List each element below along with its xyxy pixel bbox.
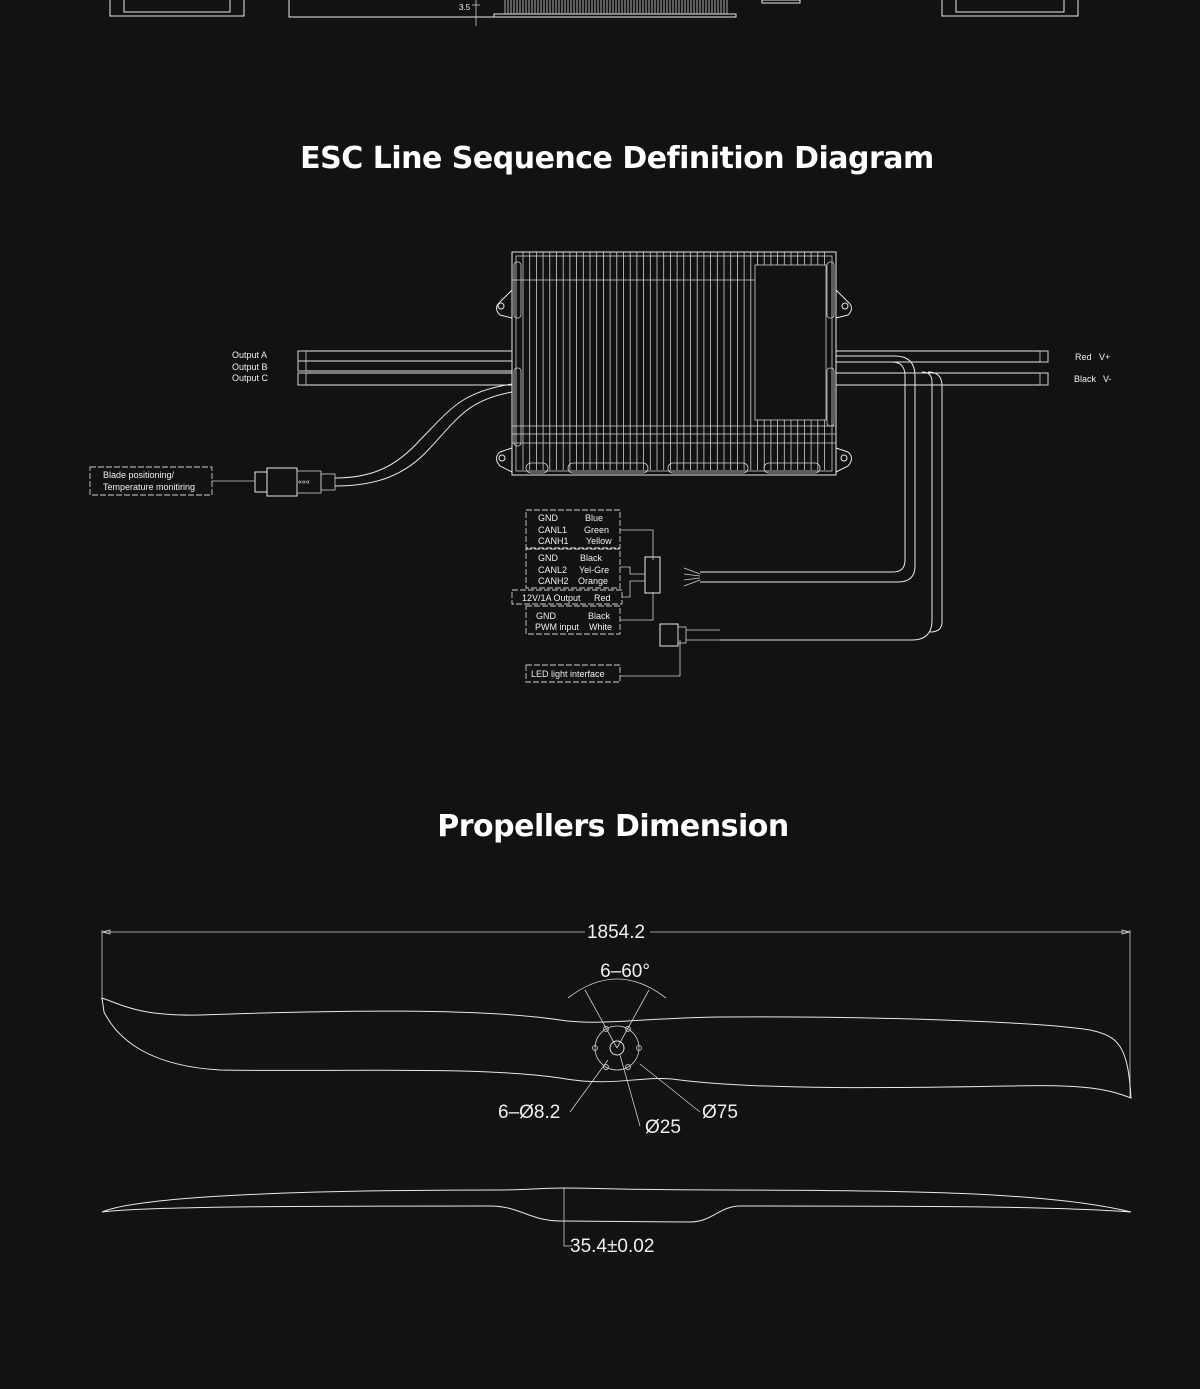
length-dimension: 1854.2 bbox=[587, 922, 645, 943]
pcd-dimension: Ø75 bbox=[702, 1102, 738, 1123]
bolt-hole bbox=[625, 1064, 631, 1070]
dimension-3-5: 3.5 bbox=[459, 3, 471, 12]
pin-signal: CANL1 bbox=[538, 525, 567, 535]
connector-fragment bbox=[761, 0, 801, 4]
pin-color: Red bbox=[594, 593, 611, 603]
pin-color: Black bbox=[588, 611, 611, 621]
propeller-section-title: Propellers Dimension bbox=[437, 809, 788, 844]
red-wire-label: Red bbox=[1075, 352, 1092, 362]
connector-arrow-icon: ««« bbox=[298, 479, 310, 486]
led-label-box bbox=[525, 664, 621, 683]
side-view bbox=[288, 0, 737, 18]
esc-body bbox=[496, 251, 852, 476]
blade-label-line1: Blade positioning/ bbox=[103, 470, 175, 480]
mount-ear bbox=[496, 289, 513, 319]
pin-signal: CANH1 bbox=[538, 536, 569, 546]
bolt-hole bbox=[636, 1045, 642, 1051]
black-wire-label: Black bbox=[1074, 374, 1097, 384]
blade-label-line2: Temperature monitiring bbox=[103, 482, 195, 492]
bolt-hole bbox=[603, 1064, 609, 1070]
output-a-label: Output A bbox=[232, 350, 267, 360]
pin-signal: GND bbox=[538, 553, 559, 563]
esc-section-title: ESC Line Sequence Definition Diagram bbox=[300, 141, 934, 176]
top-drawing-fragment: 3.5 bbox=[109, 0, 1079, 26]
pin-color: Orange bbox=[578, 576, 608, 586]
v-plus-label: V+ bbox=[1099, 352, 1110, 362]
pin-signal: CANL2 bbox=[538, 565, 567, 575]
bolt-hole bbox=[625, 1026, 631, 1032]
thickness-dimension: 35.4±0.02 bbox=[570, 1236, 654, 1257]
front-view-right bbox=[941, 0, 1079, 17]
pin-color: Yel-Gre bbox=[579, 565, 609, 575]
angle-dimension: 6–60° bbox=[600, 961, 650, 982]
pin-signal: CANH2 bbox=[538, 576, 569, 586]
sensor-cable: ««« bbox=[212, 383, 513, 497]
pin-table bbox=[511, 509, 654, 635]
v-minus-label: V- bbox=[1103, 374, 1112, 384]
bolt-hole bbox=[592, 1045, 598, 1051]
pin-signal: GND bbox=[536, 611, 557, 621]
bore-dimension: Ø25 bbox=[645, 1117, 681, 1138]
bolt-hole bbox=[603, 1026, 609, 1032]
propeller-top-view bbox=[101, 929, 1132, 1127]
pin-color: Green bbox=[584, 525, 609, 535]
front-view-left bbox=[109, 0, 245, 17]
output-b-label: Output B bbox=[232, 362, 268, 372]
pin-signal: 12V/1A Output bbox=[522, 593, 581, 603]
pin-color: White bbox=[589, 622, 612, 632]
pin-color: Yellow bbox=[586, 536, 612, 546]
pin-signal: GND bbox=[538, 513, 559, 523]
led-interface-label: LED light interface bbox=[531, 669, 605, 679]
pin-color: Black bbox=[580, 553, 603, 563]
dimension-line-3-5 bbox=[472, 0, 480, 26]
propeller-side-view bbox=[101, 1187, 1132, 1247]
pin-color: Blue bbox=[585, 513, 603, 523]
pin-signal: PWM input bbox=[535, 622, 580, 632]
output-c-label: Output C bbox=[232, 373, 269, 383]
blade-label-box bbox=[89, 466, 213, 496]
phase-cables bbox=[297, 350, 513, 386]
holes-dimension: 6–Ø8.2 bbox=[498, 1102, 560, 1123]
pin-table-rows: GND Blue CANL1 Green CANH1 Yellow GND Bl… bbox=[522, 513, 612, 632]
control-cable bbox=[644, 355, 943, 647]
